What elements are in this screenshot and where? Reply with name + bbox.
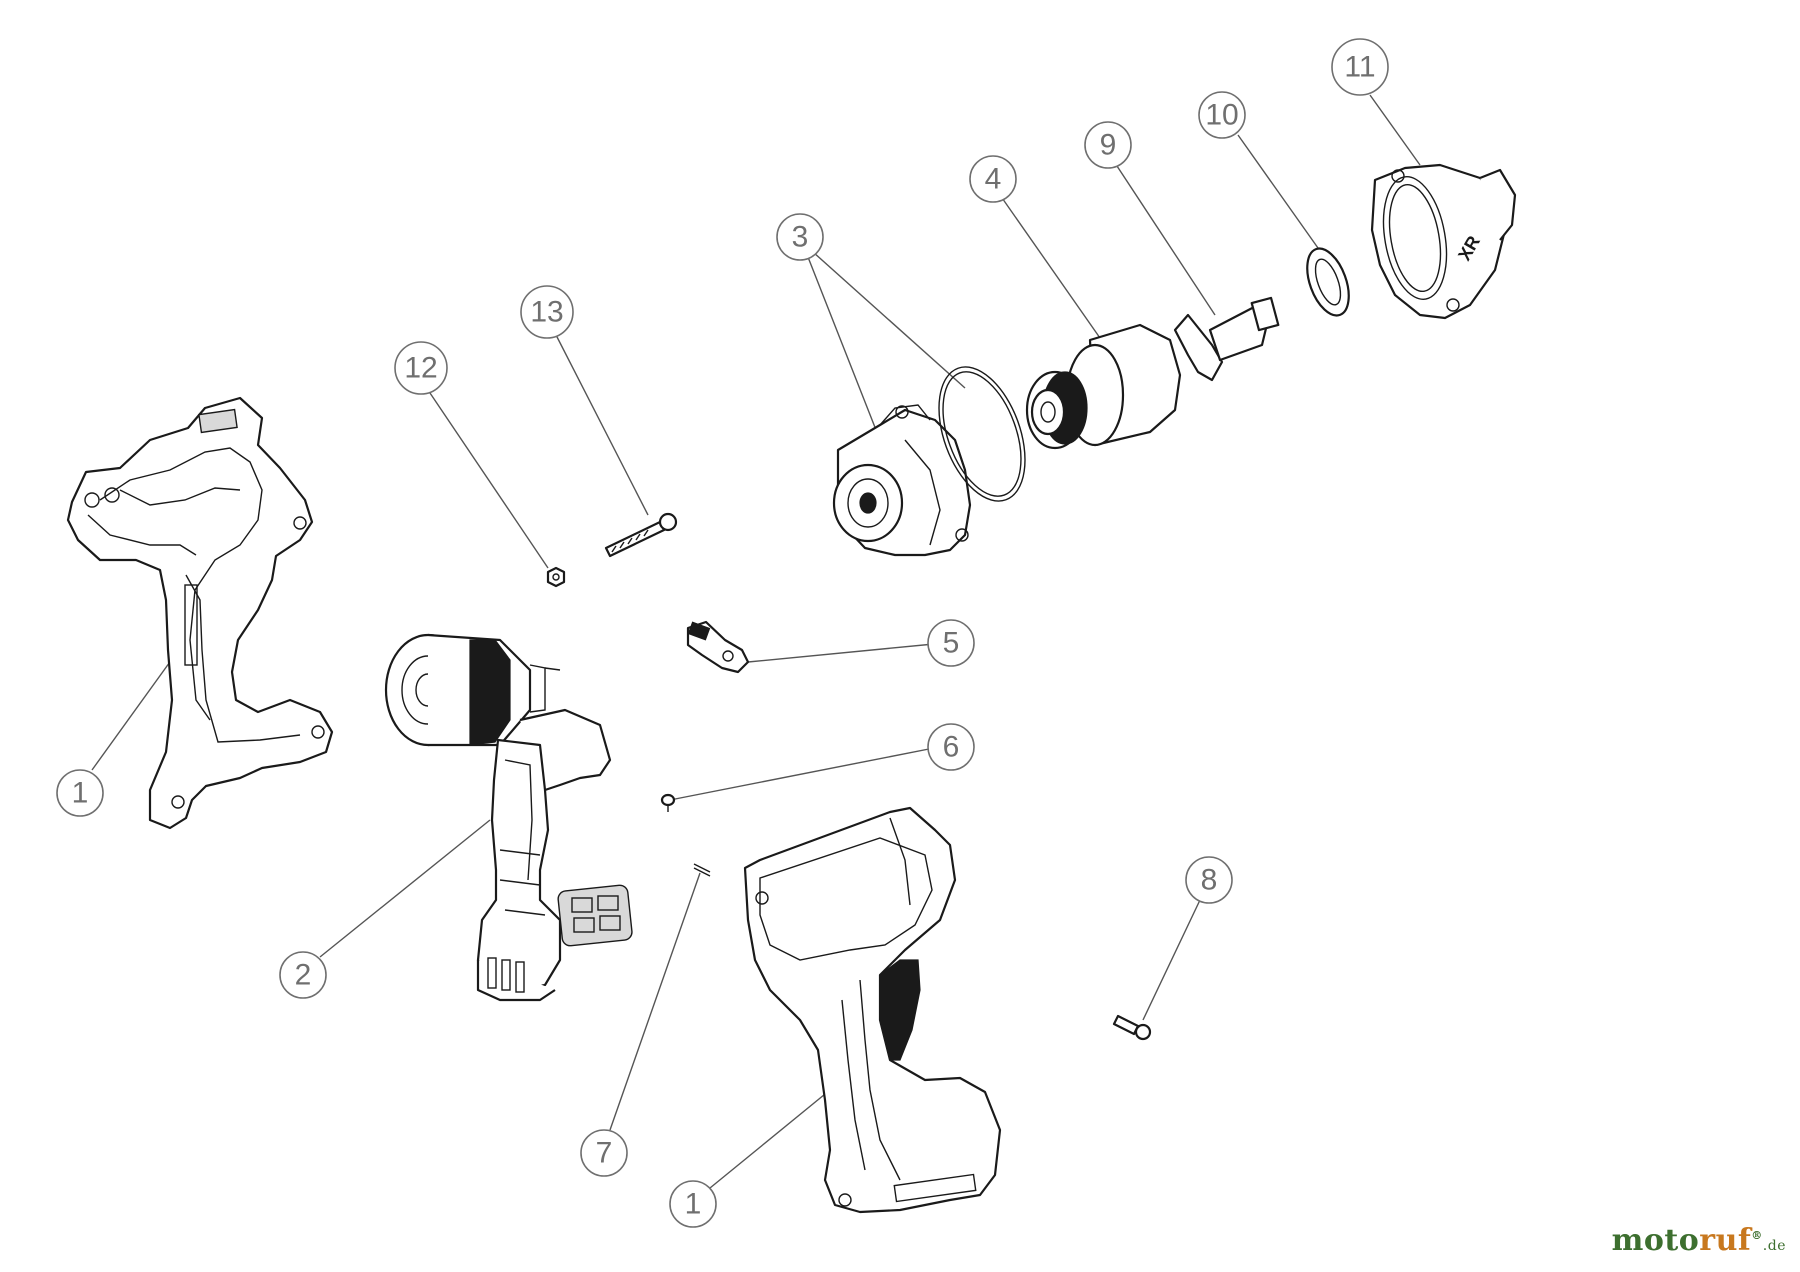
svg-text:8: 8 xyxy=(1201,864,1218,897)
leader-1a xyxy=(91,647,181,771)
housing-right-part xyxy=(743,806,1002,1214)
svg-text:11: 11 xyxy=(1344,51,1375,84)
callout-1-housing-right: 1 xyxy=(669,1180,717,1228)
callout-3: 3 xyxy=(776,213,824,261)
leader-13 xyxy=(554,332,649,516)
small-screw-part xyxy=(660,793,676,812)
svg-text:12: 12 xyxy=(404,352,437,385)
leader-4 xyxy=(999,194,1101,339)
nose-cap-part: XR xyxy=(1370,163,1517,320)
callout-13: 13 xyxy=(520,285,574,339)
callout-11: 11 xyxy=(1331,38,1389,96)
hammer-mechanism-part xyxy=(1025,323,1182,450)
motor-switch-assembly-part xyxy=(384,633,633,1002)
callout-8: 8 xyxy=(1185,856,1233,904)
leader-10 xyxy=(1237,134,1319,249)
callout-9: 9 xyxy=(1084,121,1132,169)
svg-text:9: 9 xyxy=(1100,129,1117,162)
leader-9 xyxy=(1114,162,1216,316)
svg-text:6: 6 xyxy=(943,731,960,764)
screw-part xyxy=(1112,1014,1152,1041)
leader-8 xyxy=(1142,899,1201,1021)
leader-6 xyxy=(669,747,935,801)
svg-text:3: 3 xyxy=(792,221,809,254)
svg-text:13: 13 xyxy=(530,296,563,329)
leader-lines xyxy=(91,94,1421,1189)
svg-text:7: 7 xyxy=(596,1137,613,1170)
watermark-tld: .de xyxy=(1762,1238,1786,1254)
motoruf-watermark: motoruf®.de xyxy=(1612,1223,1786,1258)
svg-text:1: 1 xyxy=(72,777,89,810)
svg-text:5: 5 xyxy=(943,627,960,660)
pin-part xyxy=(693,863,711,877)
anvil-part xyxy=(1173,296,1280,382)
svg-text:10: 10 xyxy=(1205,99,1238,132)
washer-part xyxy=(1306,247,1350,317)
callout-12: 12 xyxy=(394,341,448,395)
leader-1b xyxy=(709,1089,831,1189)
callout-4: 4 xyxy=(969,155,1017,203)
watermark-part1: moto xyxy=(1611,1223,1700,1258)
svg-text:4: 4 xyxy=(985,163,1002,196)
callout-7: 7 xyxy=(580,1129,628,1177)
leader-7 xyxy=(609,872,701,1131)
leader-5 xyxy=(747,643,935,663)
callout-1-housing-left: 1 xyxy=(56,769,104,817)
svg-text:1: 1 xyxy=(685,1188,702,1221)
leader-11 xyxy=(1369,94,1421,166)
leader-3a xyxy=(805,251,879,436)
callout-5: 5 xyxy=(927,619,975,667)
direction-switch-part xyxy=(686,620,750,674)
watermark-superscript: ® xyxy=(1751,1229,1763,1242)
gear-housing-part xyxy=(832,366,1026,557)
callout-2: 2 xyxy=(279,951,327,999)
leader-2 xyxy=(319,819,491,958)
leader-3b xyxy=(812,251,966,389)
bolt-part xyxy=(604,512,678,558)
callouts: 1 1 2 3 4 5 6 7 xyxy=(56,38,1389,1228)
housing-left-part xyxy=(66,396,334,830)
nut-part xyxy=(546,566,566,588)
callout-10: 10 xyxy=(1198,91,1246,139)
watermark-part2: ruf xyxy=(1699,1223,1752,1258)
svg-text:2: 2 xyxy=(295,959,312,992)
leader-12 xyxy=(429,392,549,569)
callout-6: 6 xyxy=(927,723,975,771)
